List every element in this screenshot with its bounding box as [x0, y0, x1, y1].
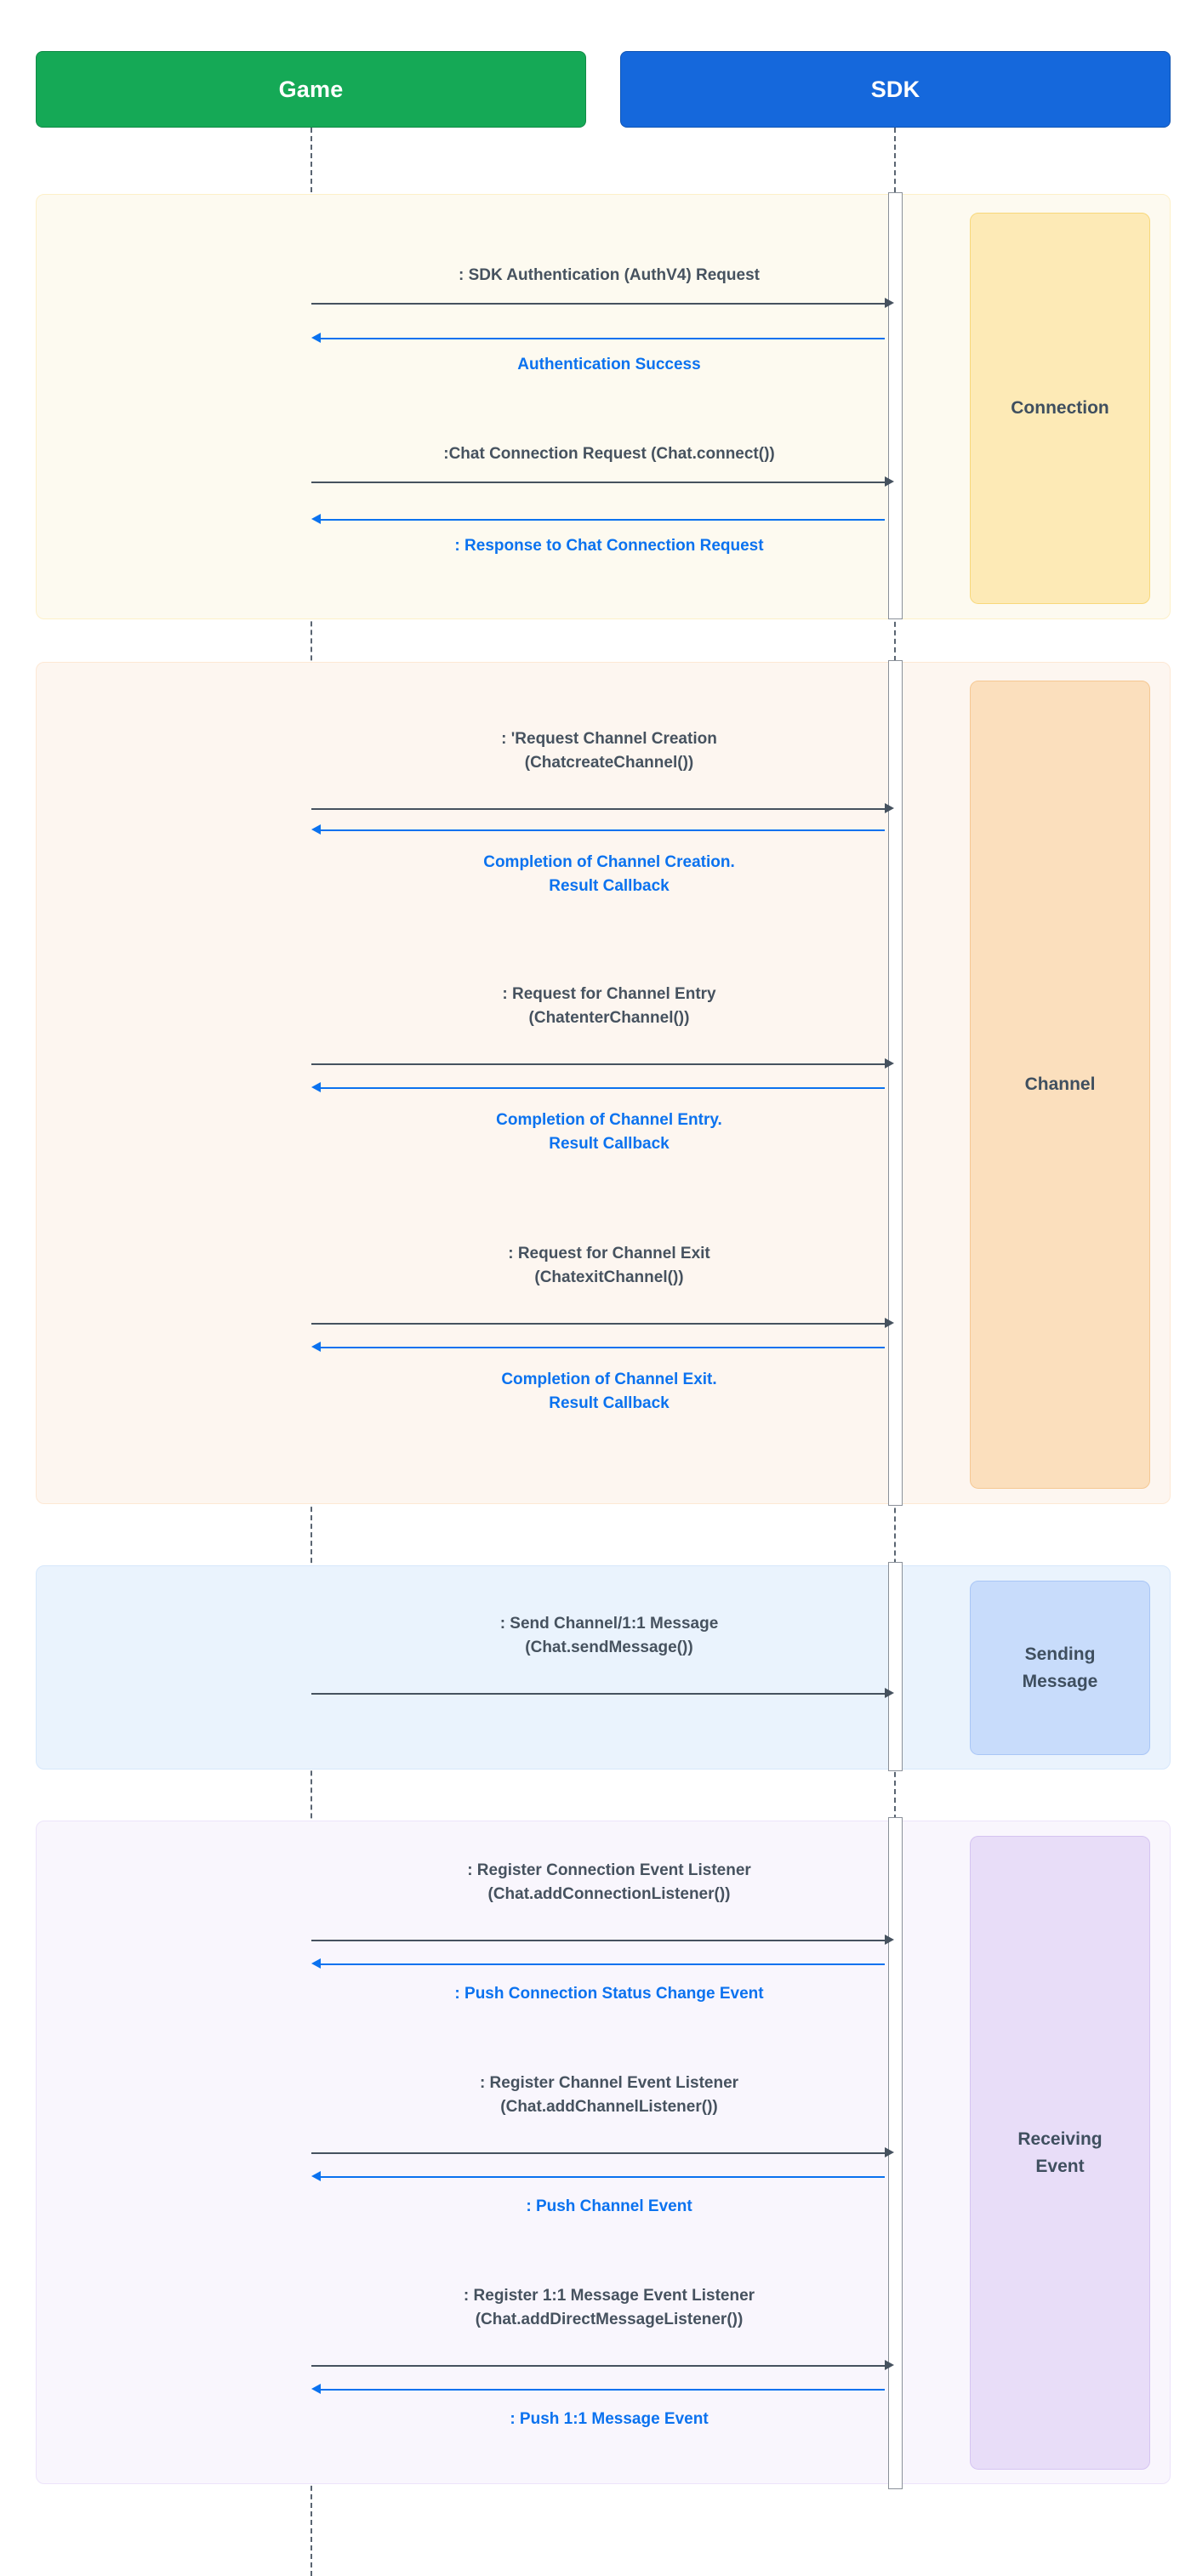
message-label-m5: : 'Request Channel Creation (ChatcreateC…	[311, 727, 907, 774]
message-label-m14-line1: : Register Channel Event Listener	[479, 2074, 739, 2092]
message-label-m3-line1: :Chat Connection Request (Chat.connect()…	[443, 445, 775, 463]
message-label-m16: : Register 1:1 Message Event Listener (C…	[311, 2284, 907, 2331]
participant-sdk-label: SDK	[870, 76, 920, 102]
message-arrowhead-m17	[311, 2384, 321, 2394]
message-arrow-m15-line	[321, 2176, 885, 2178]
message-label-m11-line2: (Chat.sendMessage())	[525, 1638, 693, 1656]
message-label-m9-line1: : Request for Channel Exit	[508, 1245, 710, 1262]
message-label-m11-line1: : Send Channel/1:1 Message	[499, 1615, 719, 1633]
message-arrow-m4-line	[321, 519, 885, 521]
message-arrowhead-m9	[885, 1318, 894, 1328]
message-label-m13: : Push Connection Status Change Event	[311, 1982, 907, 2006]
message-arrow-m14-line	[311, 2152, 885, 2154]
message-label-m6-line1: Completion of Channel Creation.	[483, 853, 735, 871]
phase-box-receiving-label-line1: Receiving	[1017, 2129, 1103, 2149]
message-label-m11: : Send Channel/1:1 Message (Chat.sendMes…	[311, 1612, 907, 1659]
message-label-m2: Authentication Success	[311, 353, 907, 377]
message-arrow-m2-line	[321, 338, 885, 339]
message-label-m14: : Register Channel Event Listener (Chat.…	[311, 2072, 907, 2118]
message-label-m8: Completion of Channel Entry. Result Call…	[311, 1108, 907, 1155]
message-label-m14-line2: (Chat.addChannelListener())	[500, 2097, 718, 2116]
phase-box-channel-label: Channel	[1024, 1074, 1096, 1095]
message-arrowhead-m6	[311, 824, 321, 835]
message-label-m12-line1: : Register Connection Event Listener	[467, 1861, 751, 1879]
message-arrow-m3-line	[311, 482, 885, 483]
message-arrowhead-m4	[311, 514, 321, 524]
message-arrowhead-m14	[885, 2147, 894, 2157]
message-label-m6: Completion of Channel Creation. Result C…	[311, 851, 907, 898]
message-arrowhead-m3	[885, 476, 894, 487]
message-arrowhead-m2	[311, 333, 321, 343]
participant-game-label: Game	[278, 76, 344, 102]
message-label-m8-line1: Completion of Channel Entry.	[496, 1111, 722, 1129]
participant-sdk[interactable]: SDK	[620, 51, 1171, 128]
message-arrowhead-m11	[885, 1688, 894, 1698]
activation-bar-channel	[888, 660, 903, 1506]
message-label-m9-line2: (ChatexitChannel())	[534, 1268, 684, 1286]
message-arrow-m8-line	[321, 1087, 885, 1089]
message-label-m10-line2: Result Callback	[549, 1393, 670, 1412]
message-label-m5-line1: : 'Request Channel Creation	[501, 730, 717, 748]
message-label-m16-line1: : Register 1:1 Message Event Listener	[463, 2287, 755, 2305]
message-arrowhead-m1	[885, 298, 894, 308]
message-arrowhead-m12	[885, 1935, 894, 1945]
message-arrow-m11-line	[311, 1693, 885, 1695]
message-label-m1-line1: : SDK Authentication (AuthV4) Request	[459, 266, 760, 284]
message-label-m7: : Request for Channel Entry (ChatenterCh…	[311, 983, 907, 1029]
message-label-m10: Completion of Channel Exit. Result Callb…	[311, 1368, 907, 1415]
message-label-m1: : SDK Authentication (AuthV4) Request	[311, 264, 907, 288]
message-label-m2-line1: Authentication Success	[517, 356, 701, 373]
message-label-m10-line1: Completion of Channel Exit.	[501, 1371, 717, 1388]
message-arrowhead-m5	[885, 803, 894, 813]
message-label-m7-line2: (ChatenterChannel())	[528, 1008, 690, 1027]
phase-box-sending-label-line2: Message	[1022, 1671, 1098, 1691]
phase-box-channel[interactable]: Channel	[970, 681, 1150, 1489]
message-label-m17: : Push 1:1 Message Event	[311, 2408, 907, 2431]
message-arrow-m9-line	[311, 1323, 885, 1325]
message-label-m5-line2: (ChatcreateChannel())	[524, 753, 694, 772]
phase-box-receiving-label-line2: Event	[1035, 2156, 1085, 2176]
message-arrowhead-m15	[311, 2171, 321, 2181]
message-arrow-m1-line	[311, 303, 885, 305]
message-label-m3: :Chat Connection Request (Chat.connect()…	[311, 442, 907, 466]
phase-box-sending-label-line1: Sending	[1024, 1644, 1096, 1664]
message-label-m6-line2: Result Callback	[549, 876, 670, 895]
message-arrow-m12-line	[311, 1940, 885, 1941]
message-label-m8-line2: Result Callback	[549, 1134, 670, 1153]
message-arrowhead-m7	[885, 1058, 894, 1069]
message-arrow-m5-line	[311, 808, 885, 810]
message-label-m4: : Response to Chat Connection Request	[311, 534, 907, 558]
message-arrowhead-m10	[311, 1342, 321, 1352]
message-label-m15-line1: : Push Channel Event	[526, 2197, 692, 2215]
phase-box-connection-label: Connection	[1011, 398, 1109, 419]
message-label-m13-line1: : Push Connection Status Change Event	[454, 1985, 764, 2003]
message-label-m15: : Push Channel Event	[311, 2195, 907, 2219]
participant-game[interactable]: Game	[36, 51, 586, 128]
message-arrowhead-m16	[885, 2360, 894, 2370]
message-arrow-m17-line	[321, 2389, 885, 2391]
phase-box-receiving[interactable]: Receiving Event	[970, 1836, 1150, 2470]
message-arrowhead-m8	[311, 1082, 321, 1092]
message-arrow-m16-line	[311, 2365, 885, 2367]
message-arrow-m6-line	[321, 829, 885, 831]
activation-bar-sending	[888, 1562, 903, 1771]
message-label-m12: : Register Connection Event Listener (Ch…	[311, 1859, 907, 1906]
message-label-m16-line2: (Chat.addDirectMessageListener())	[475, 2310, 744, 2328]
message-label-m4-line1: : Response to Chat Connection Request	[454, 537, 764, 555]
message-arrow-m7-line	[311, 1063, 885, 1065]
message-label-m17-line1: : Push 1:1 Message Event	[510, 2410, 709, 2428]
message-label-m7-line1: : Request for Channel Entry	[502, 985, 716, 1003]
message-arrow-m10-line	[321, 1347, 885, 1348]
phase-box-sending[interactable]: Sending Message	[970, 1581, 1150, 1755]
message-label-m9: : Request for Channel Exit (ChatexitChan…	[311, 1242, 907, 1289]
message-arrow-m13-line	[321, 1963, 885, 1965]
message-arrowhead-m13	[311, 1958, 321, 1969]
message-label-m12-line2: (Chat.addConnectionListener())	[487, 1884, 731, 1903]
phase-box-connection[interactable]: Connection	[970, 213, 1150, 604]
